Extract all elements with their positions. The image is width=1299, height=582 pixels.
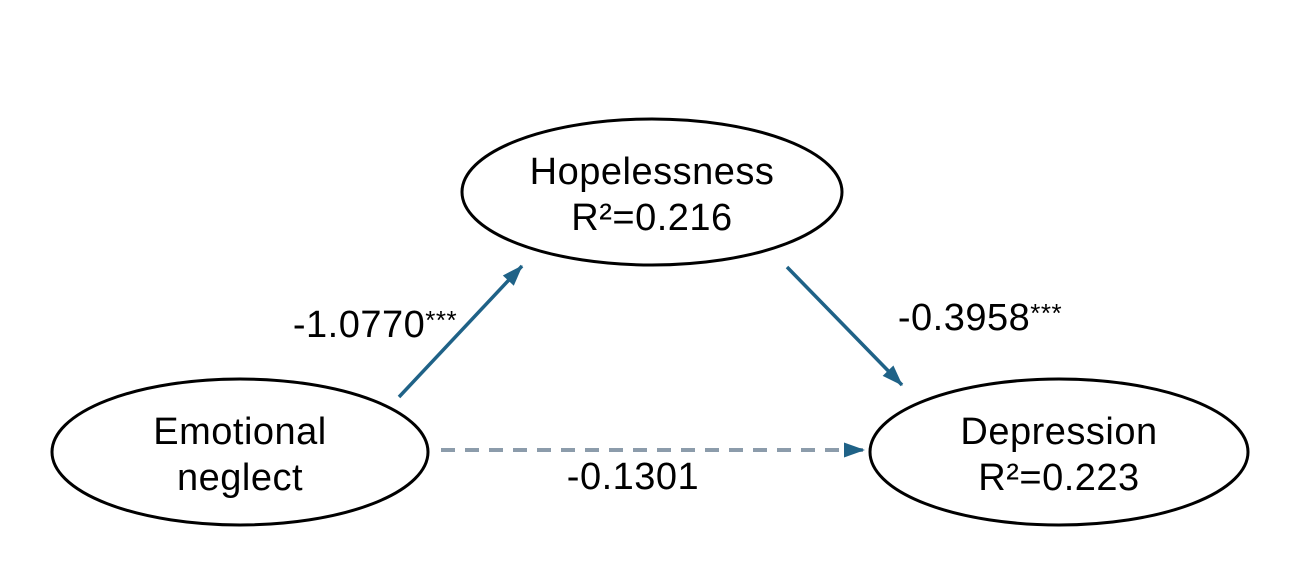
significance-stars: *** xyxy=(425,305,457,335)
coefficient-value: -0.3958 xyxy=(898,297,1030,339)
coefficient-value: -0.1301 xyxy=(567,456,699,498)
node-hopelessness-rsquared: R²=0.216 xyxy=(571,197,732,239)
edge-hopelessness-to-depression xyxy=(785,265,904,387)
label-path-a-coefficient: -1.0770*** xyxy=(293,304,457,346)
label-path-b-coefficient: -0.3958*** xyxy=(898,297,1062,339)
node-hopelessness-label: Hopelessness xyxy=(530,151,775,193)
node-emotional-neglect-label-line1: Emotional xyxy=(153,411,326,453)
node-depression-rsquared: R²=0.223 xyxy=(978,457,1139,499)
node-depression-label: Depression xyxy=(960,411,1157,453)
label-path-c-coefficient: -0.1301 xyxy=(567,456,699,498)
node-hopelessness-ellipse xyxy=(460,117,844,267)
node-hopelessness: Hopelessness R²=0.216 xyxy=(460,117,844,267)
coefficient-value: -1.0770 xyxy=(293,304,425,346)
node-emotional-neglect-label-line2: neglect xyxy=(177,457,303,499)
edge-emotional-neglect-to-hopelessness xyxy=(397,264,524,399)
node-emotional-neglect: Emotional neglect xyxy=(50,377,430,527)
node-emotional-neglect-ellipse xyxy=(50,377,430,527)
significance-stars: *** xyxy=(1030,298,1062,328)
node-depression-ellipse xyxy=(868,377,1250,527)
node-depression: Depression R²=0.223 xyxy=(868,377,1250,527)
